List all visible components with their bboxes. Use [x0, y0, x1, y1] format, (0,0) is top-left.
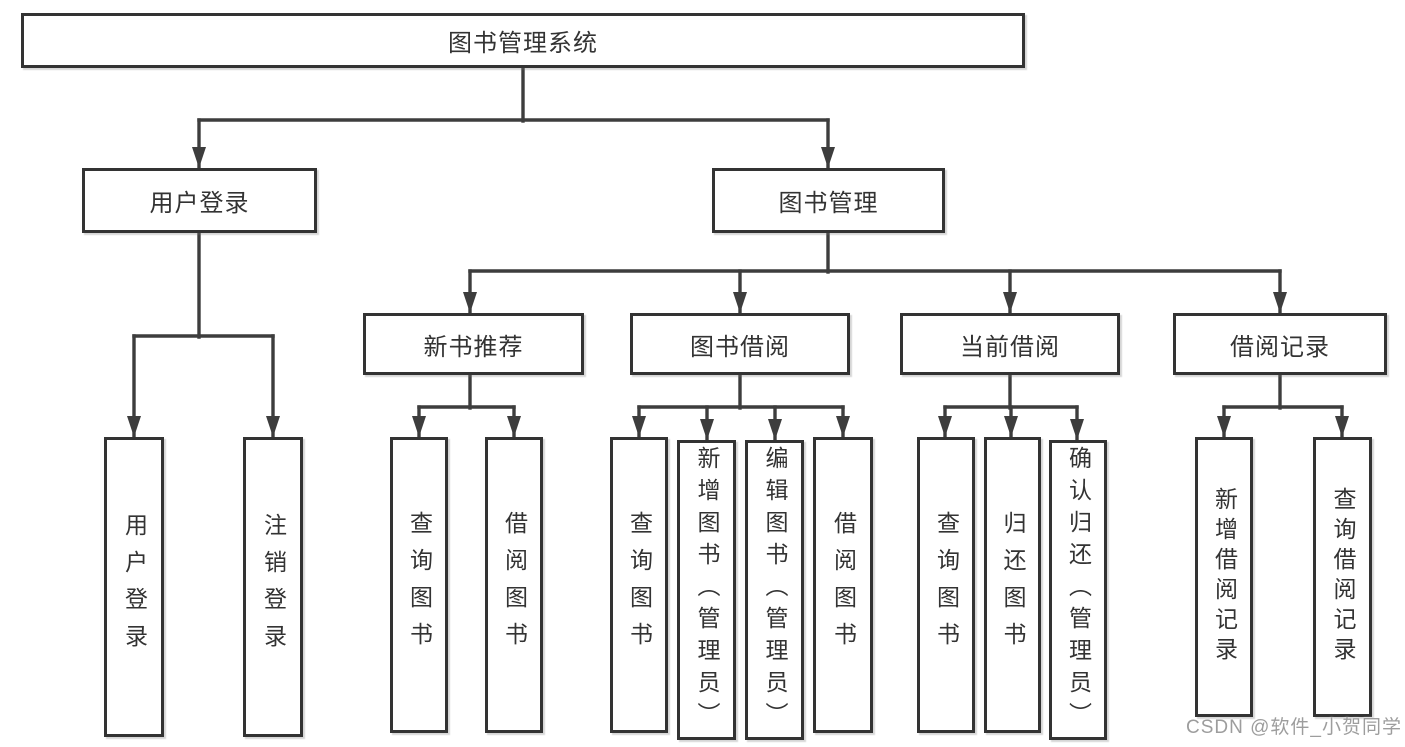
logout-leaf-node: 注销登录 — [243, 437, 303, 737]
book-borrowing-node: 图书借阅 — [630, 313, 850, 375]
add-borrow-record-node: 新增借阅记录 — [1195, 437, 1253, 717]
borrow-books-leaf-node: 借阅图书 — [813, 437, 873, 733]
user-login-leaf-node: 用户登录 — [104, 437, 164, 737]
new-book-recommend-node: 新书推荐 — [363, 313, 584, 375]
edit-books-admin-label: 编辑图书（管理员） — [762, 446, 788, 734]
system-root-node: 图书管理系统 — [21, 13, 1025, 68]
book-management-node: 图书管理 — [712, 168, 945, 233]
edit-books-admin-node: 编辑图书（管理员） — [745, 440, 804, 740]
user-login-node: 用户登录 — [82, 168, 317, 233]
new-book-recommend-label: 新书推荐 — [423, 333, 524, 361]
watermark: CSDN @软件_小贺同学 — [1186, 717, 1402, 738]
current-borrowing-node: 当前借阅 — [900, 313, 1120, 375]
confirm-return-admin-node: 确认归还（管理员） — [1049, 440, 1107, 740]
query-books-borrow-node: 查询图书 — [610, 437, 668, 733]
query-borrow-record-node: 查询借阅记录 — [1313, 437, 1372, 717]
borrowing-records-node: 借阅记录 — [1173, 313, 1387, 375]
borrow-books-recommend-node: 借阅图书 — [485, 437, 543, 733]
borrowing-records-label: 借阅记录 — [1230, 333, 1330, 361]
add-books-admin-label: 新增图书（管理员） — [694, 446, 720, 734]
book-management-label: 图书管理 — [778, 190, 879, 217]
user-login-label: 用户登录 — [149, 190, 250, 217]
query-books-current-label: 查询图书 — [933, 511, 960, 659]
query-borrow-record-label: 查询借阅记录 — [1330, 487, 1356, 667]
add-books-admin-node: 新增图书（管理员） — [677, 440, 736, 740]
confirm-return-admin-label: 确认归还（管理员） — [1065, 446, 1092, 734]
current-borrowing-label: 当前借阅 — [960, 333, 1060, 361]
query-books-recommend-node: 查询图书 — [390, 437, 448, 733]
borrow-books-recommend-label: 借阅图书 — [501, 511, 528, 659]
user-login-leaf-label: 用户登录 — [121, 513, 148, 661]
logout-leaf-label: 注销登录 — [260, 513, 287, 661]
return-books-node: 归还图书 — [984, 437, 1041, 733]
add-borrow-record-label: 新增借阅记录 — [1211, 487, 1238, 667]
book-borrowing-label: 图书借阅 — [690, 333, 790, 361]
query-books-recommend-label: 查询图书 — [406, 511, 433, 659]
query-books-borrow-label: 查询图书 — [626, 511, 653, 659]
borrow-books-leaf-label: 借阅图书 — [830, 511, 857, 659]
return-books-label: 归还图书 — [1000, 511, 1026, 659]
query-books-current-node: 查询图书 — [917, 437, 975, 733]
system-root-label: 图书管理系统 — [448, 30, 598, 57]
